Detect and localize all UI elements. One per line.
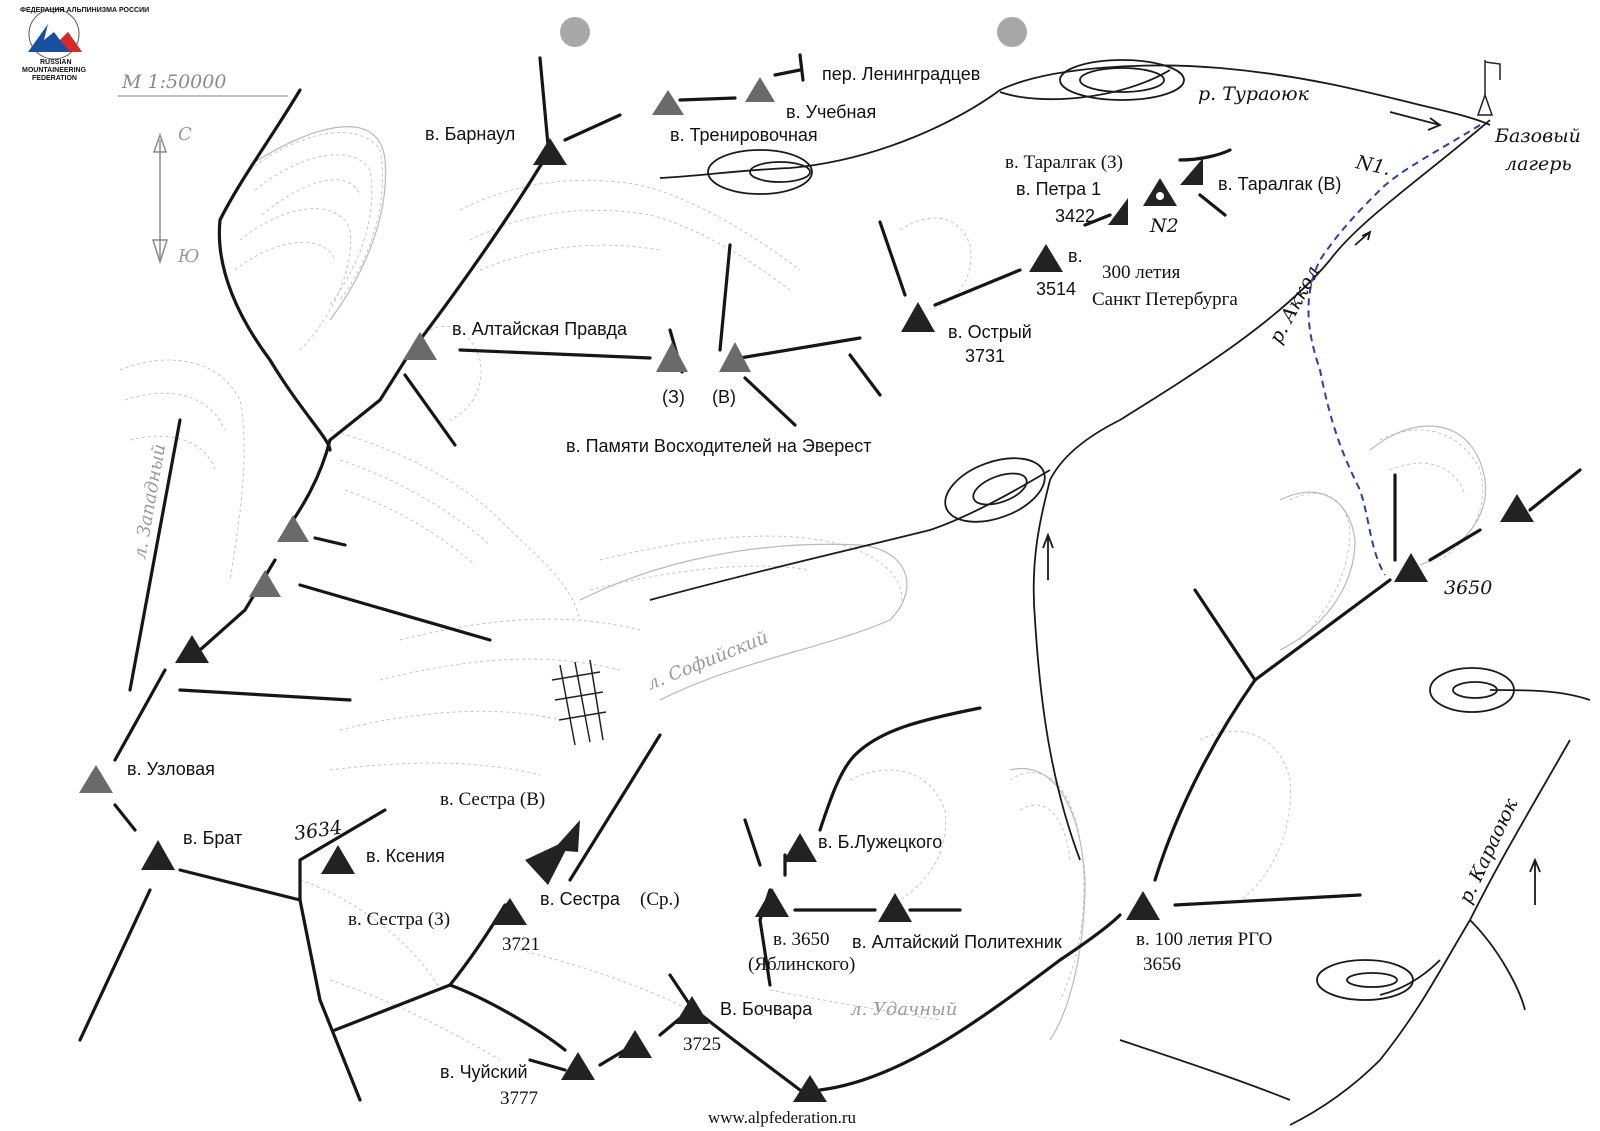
label-route-n1: N1. xyxy=(1353,151,1393,180)
label-3650-east: 3650 xyxy=(1444,577,1492,599)
peak-marker-3650-east xyxy=(1394,553,1428,582)
label-300-let-line2: Санкт Петербурга xyxy=(1092,289,1238,310)
glacier-labels: л. Софийский л. Удачный л. Западный xyxy=(129,442,957,1020)
base-camp-flag-icon xyxy=(1476,60,1501,116)
ridges xyxy=(78,53,1582,1102)
logo-line-2: MOUNTAINEERING xyxy=(22,67,87,74)
label-pass-leningradtsev: пер. Ленинградцев xyxy=(822,64,980,84)
label-bochvara-alt: 3725 xyxy=(683,1034,721,1055)
binder-hole-left xyxy=(560,17,590,47)
logo-line-3: FEDERATION xyxy=(32,75,77,82)
label-yablinskogo-b: (Яблинского) xyxy=(748,954,855,975)
map-scale: М 1:50000 xyxy=(121,71,226,93)
label-brat: в. Брат xyxy=(183,828,242,848)
label-taralgak-z: в. Таралгак (З) xyxy=(1005,152,1123,173)
peak-markers xyxy=(79,77,1534,1102)
label-glacier-udachny: л. Удачный xyxy=(850,999,957,1020)
peak-marker-sestra-sr xyxy=(491,898,527,925)
peak-marker-1 xyxy=(277,515,309,542)
label-sestra-z: в. Сестра (З) xyxy=(348,909,450,930)
label-river-akkol: р. Аккол xyxy=(1265,262,1324,347)
binder-hole-right xyxy=(997,17,1027,47)
peak-marker-5 xyxy=(793,1075,827,1102)
label-river-karaoyuk: р. Караоюк xyxy=(1455,795,1523,908)
peak-marker-uchebnaya xyxy=(745,77,775,102)
peak-marker-rgo xyxy=(1126,891,1160,920)
peak-marker-taralgak-v xyxy=(1180,158,1203,185)
peak-marker-petra1 xyxy=(1108,198,1128,225)
rivers xyxy=(649,59,1591,1126)
peak-marker-pamyati-v xyxy=(719,342,751,372)
label-politechnik: в. Алтайский Политехник xyxy=(852,932,1062,952)
label-chuisky-alt: 3777 xyxy=(500,1088,538,1109)
label-chuisky: в. Чуйский xyxy=(440,1062,528,1082)
label-altaiskaya-pravda: в. Алтайская Правда xyxy=(452,319,628,339)
label-trenirovochnaya: в. Тренировочная xyxy=(670,125,818,145)
peak-marker-sestra-arrow xyxy=(525,838,572,885)
peak-marker-trenirovochnaya xyxy=(652,90,684,115)
label-300-let-line1: 300 летия xyxy=(1102,262,1181,283)
peak-marker-bochvara xyxy=(675,996,709,1024)
icefall-grid xyxy=(551,659,607,746)
peak-marker-3 xyxy=(175,635,209,663)
label-sestra-v: в. Сестра (В) xyxy=(440,789,545,810)
peak-marker-altaiskaya-pravda xyxy=(403,332,437,360)
label-rgo: в. 100 летия РГО xyxy=(1136,929,1272,950)
label-petra1: в. Петра 1 xyxy=(1016,179,1101,199)
peak-marker-ostry xyxy=(901,302,935,332)
label-rgo-alt: 3656 xyxy=(1143,954,1181,975)
label-glacier-sofiysky: л. Софийский xyxy=(644,627,771,695)
label-bochvara: В. Бочвара xyxy=(720,999,813,1019)
glacier-hatching xyxy=(119,132,1484,1061)
approach-route xyxy=(1307,124,1481,576)
label-taralgak-v: в. Таралгак (В) xyxy=(1218,174,1341,194)
label-petra1-alt: 3422 xyxy=(1055,206,1095,226)
glacier-outlines xyxy=(249,126,1487,1041)
compass-south: Ю xyxy=(177,246,199,267)
label-barnaul: в. Барнаул xyxy=(425,124,515,144)
peak-marker-300-let-spb xyxy=(1029,244,1063,272)
label-luzhetskogo: в. Б.Лужецкого xyxy=(818,832,942,852)
peak-marker-pamyati-z xyxy=(656,342,688,372)
label-camp-line2: лагерь xyxy=(1505,153,1572,175)
peak-marker-2 xyxy=(249,570,281,597)
logo-ring-text: ФЕДЕРАЦИЯ АЛЬПИНИЗМА РОССИИ xyxy=(20,7,149,14)
label-300-let-alt: 3514 xyxy=(1036,279,1076,299)
peak-marker-ksenia xyxy=(321,845,355,874)
label-pamyati-z: (З) xyxy=(662,387,685,407)
label-uchebnaya: в. Учебная xyxy=(786,102,876,122)
peak-marker-luzhetskogo xyxy=(783,833,817,862)
river-labels: р. Тураоюк р. Аккол р. Караоюк xyxy=(1198,83,1523,907)
peak-marker-uzlovaya xyxy=(79,765,113,793)
label-river-turaoyuk: р. Тураоюк xyxy=(1198,83,1310,105)
label-ostry: в. Острый xyxy=(948,322,1032,342)
label-uzlovaya: в. Узловая xyxy=(127,759,215,779)
label-pamyati: в. Памяти Восходителей на Эверест xyxy=(566,436,871,456)
peak-marker-6 xyxy=(1500,494,1534,522)
label-route-n2: N2 xyxy=(1149,215,1179,237)
label-camp-line1: Базовый xyxy=(1494,125,1581,147)
compass-north: С xyxy=(178,124,192,145)
peak-marker-barnaul xyxy=(533,138,567,165)
peak-marker-chuisky xyxy=(561,1052,595,1080)
federation-logo: ФЕДЕРАЦИЯ АЛЬПИНИЗМА РОССИИ RUSSIAN MOUN… xyxy=(20,7,149,82)
logo-line-1: RUSSIAN xyxy=(40,59,72,66)
label-sestra-sr: в. Сестра xyxy=(540,889,621,909)
label-pamyati-v: (В) xyxy=(712,387,736,407)
base-camp-label: Базовый лагерь xyxy=(1494,125,1581,175)
peak-marker-yablinskogo xyxy=(755,888,789,917)
peak-labels: в. Барнаул в. Тренировочная в. Учебная п… xyxy=(127,64,1492,1109)
label-ksenia: в. Ксения xyxy=(366,846,445,866)
website-url: www.alpfederation.ru xyxy=(708,1108,857,1127)
label-sestra-sr-suffix: (Ср.) xyxy=(640,889,680,910)
peak-marker-brat xyxy=(141,840,175,870)
label-ostry-alt: 3731 xyxy=(965,346,1005,366)
peak-marker-4 xyxy=(618,1030,652,1058)
label-300-let-prefix: в. xyxy=(1068,246,1083,266)
compass-icon: С Ю xyxy=(151,124,199,267)
peak-marker-politechnik xyxy=(878,893,912,922)
label-yablinskogo-a: в. 3650 xyxy=(773,929,829,950)
label-sestra-sr-alt: 3721 xyxy=(502,934,540,955)
